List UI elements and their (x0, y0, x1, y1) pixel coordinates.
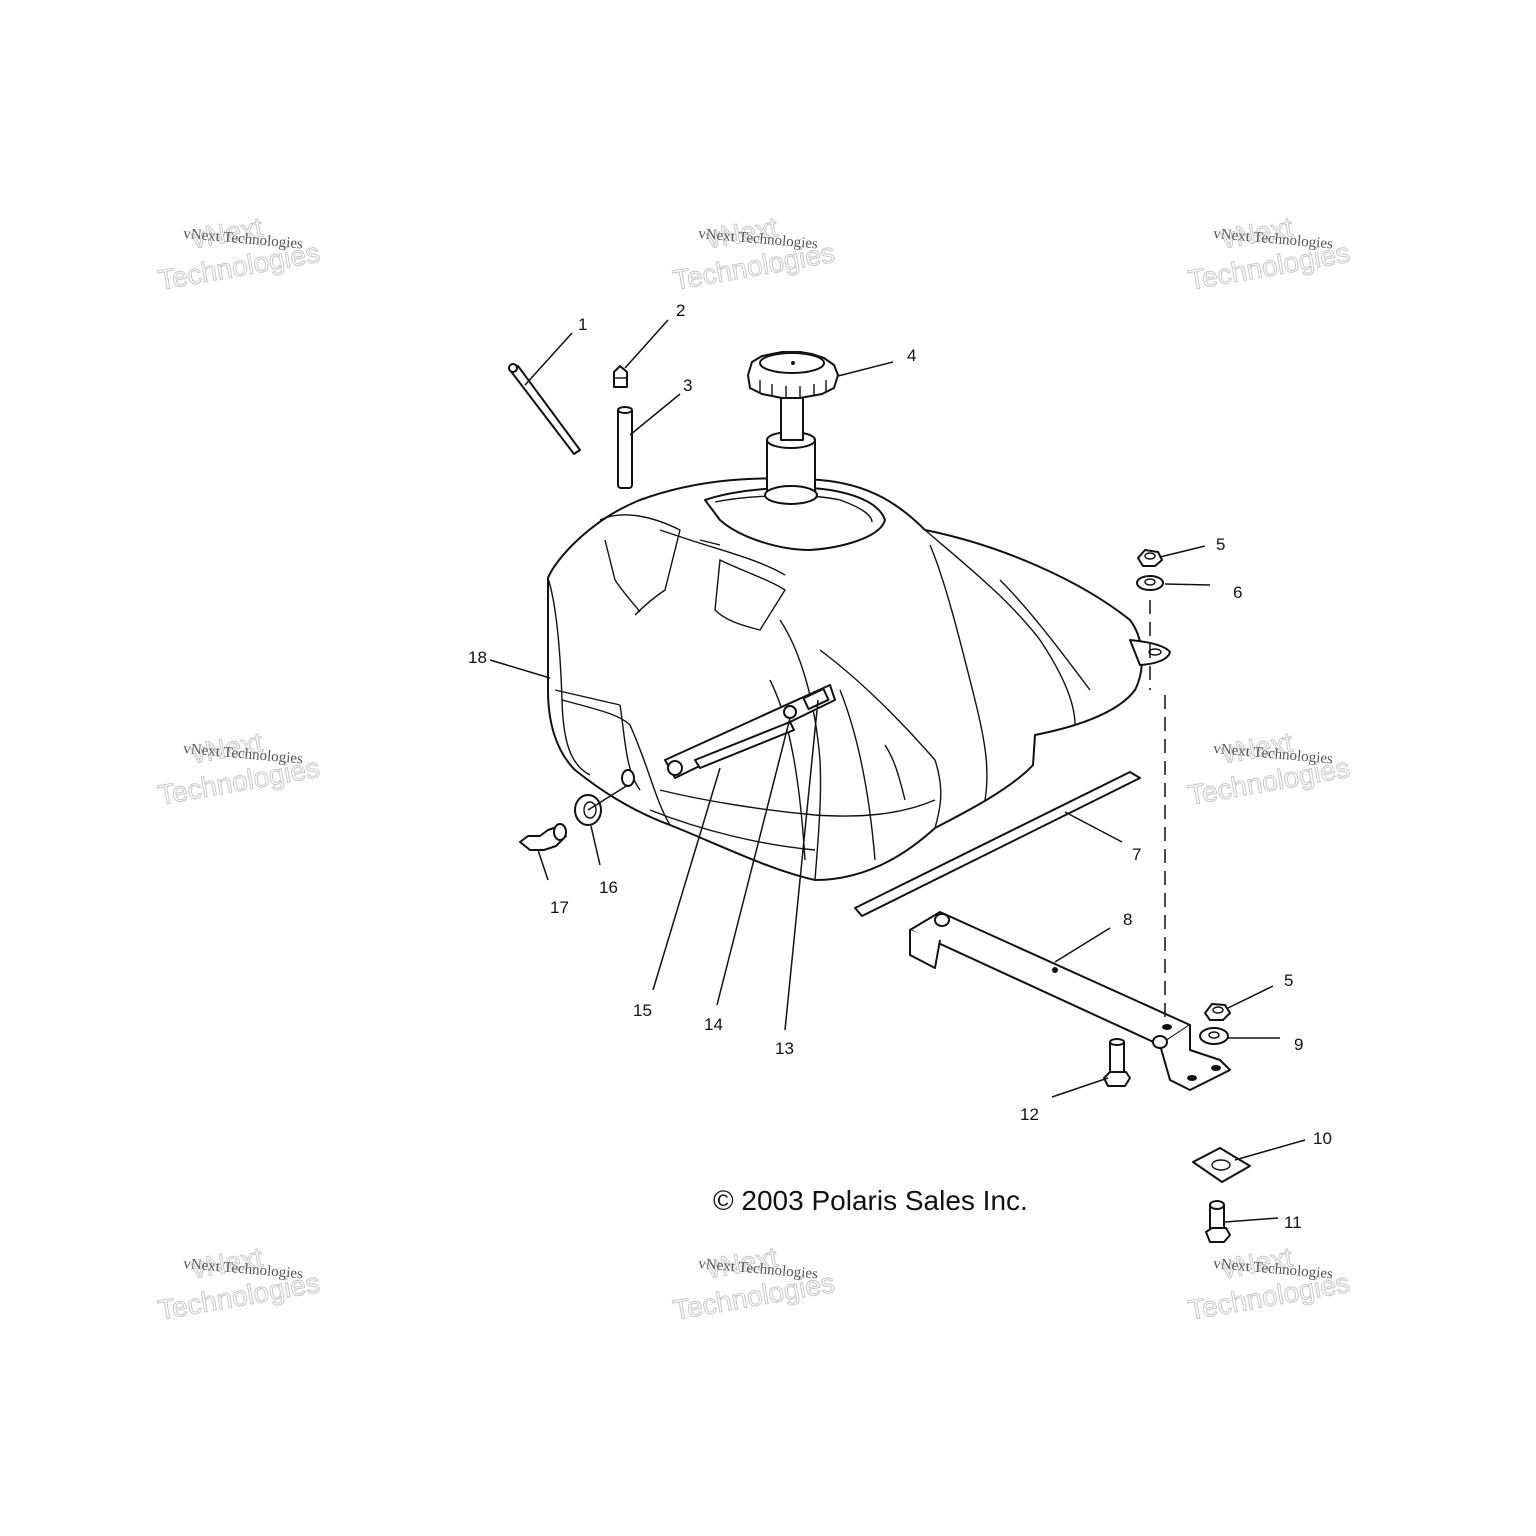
callout-14: 14 (704, 1015, 723, 1034)
bolt-11 (1205, 1200, 1231, 1243)
washer-top (1136, 575, 1164, 591)
callout-6: 6 (1233, 583, 1242, 602)
leader-lines (489, 319, 1306, 1223)
vent-hose (508, 363, 581, 455)
petcock-fitting (519, 823, 567, 851)
callout-10: 10 (1313, 1129, 1332, 1148)
callout-9: 9 (1294, 1035, 1303, 1054)
washer-bottom (1199, 1027, 1229, 1045)
callout-12: 12 (1020, 1105, 1039, 1124)
callout-4: 4 (907, 346, 916, 365)
callout-3: 3 (683, 376, 692, 395)
nut-bottom (1204, 1003, 1231, 1021)
callout-11: 11 (1284, 1213, 1302, 1232)
callout-1: 1 (578, 315, 587, 334)
callout-5-bottom: 5 (1284, 971, 1293, 990)
callout-16: 16 (599, 878, 618, 897)
sender-bracket (664, 684, 836, 779)
callout-2: 2 (676, 301, 685, 320)
callout-5-top: 5 (1216, 535, 1225, 554)
fuel-cap-icon (747, 351, 839, 399)
fuel-hose (617, 406, 633, 489)
mounting-bracket (909, 911, 1231, 1091)
callout-18: 18 (468, 648, 487, 667)
tank-pad (854, 771, 1141, 917)
filler-neck (764, 384, 818, 505)
callout-15: 15 (633, 1001, 652, 1020)
plate-washer (1192, 1147, 1251, 1183)
copyright-notice: © 2003 Polaris Sales Inc. (713, 1185, 1028, 1216)
callout-13: 13 (775, 1039, 794, 1058)
nut-top (1137, 549, 1163, 567)
callout-17: 17 (550, 898, 569, 917)
vent-fitting (613, 365, 628, 388)
callout-7: 7 (1132, 845, 1141, 864)
fuel-tank (547, 477, 1171, 881)
callout-8: 8 (1123, 910, 1132, 929)
bolt-12 (1103, 1038, 1131, 1087)
